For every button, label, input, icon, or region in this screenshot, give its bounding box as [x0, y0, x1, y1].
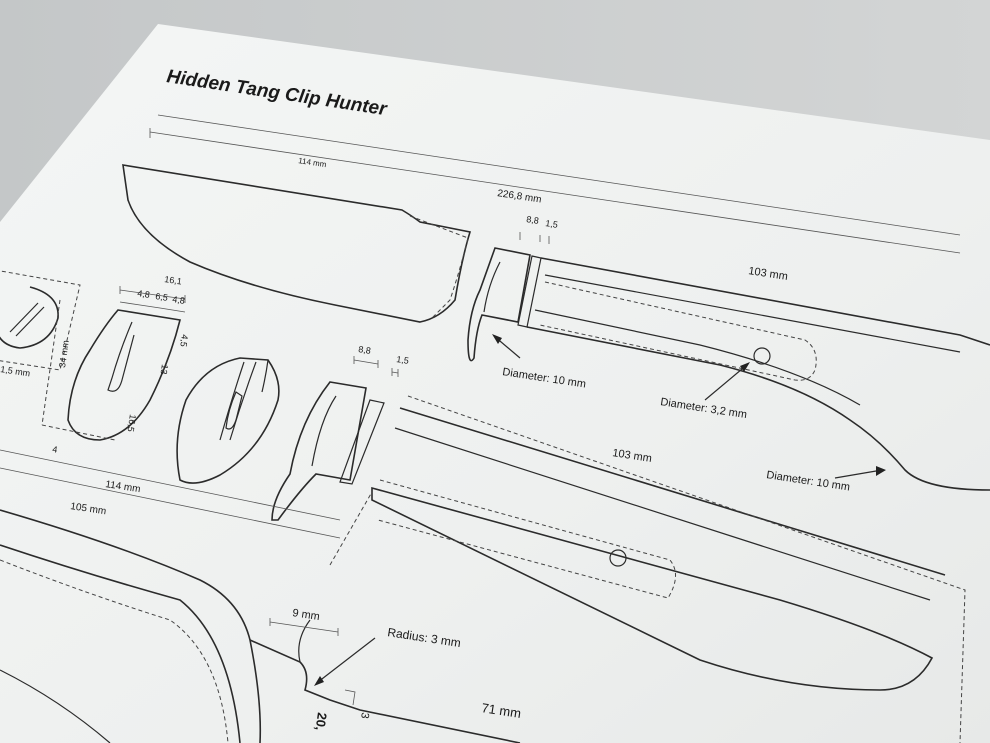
label-guard-width-right: 4,8 — [172, 294, 186, 306]
label-guard-width-left: 4,8 — [137, 288, 151, 300]
label-lower-dim-20: 20, — [313, 712, 330, 732]
top-dimension-rails — [149, 114, 961, 254]
lower-blade-profile — [0, 449, 521, 743]
part-guard-3d — [176, 357, 280, 484]
label-guard-width-mid: 6,5 — [155, 291, 169, 303]
label-handle-length-top: 103 mm — [748, 265, 789, 283]
label-guard-height: 34 mm — [57, 340, 71, 369]
part-guard-dimensioned — [41, 286, 186, 441]
label-guard-dim-165: 16,5 — [126, 414, 138, 433]
label-lower-length-105: 105 mm — [70, 501, 107, 517]
label-spacer-thickness: 1,5 — [545, 218, 559, 230]
label-lower-dim-3: 3 — [358, 712, 371, 720]
label-parts-spacer-thickness: 1,5 — [396, 354, 410, 366]
label-parts-guard-thickness: 8,8 — [358, 344, 372, 356]
label-guard-width-total: 16,1 — [164, 274, 183, 287]
part-guard-exploded — [271, 356, 399, 521]
paper-sheet — [0, 24, 990, 743]
label-guard-dim-13: 13 — [159, 364, 170, 375]
label-blade-length: 114 mm — [298, 156, 328, 169]
label-guard-thickness: 8,8 — [526, 214, 540, 226]
knife-assembled-profile — [122, 164, 990, 491]
label-handle-length-mid: 103 mm — [612, 447, 653, 465]
label-lower-length-114: 114 mm — [105, 479, 142, 495]
label-guard-dim-4: 4 — [52, 444, 58, 455]
leader-arrows — [314, 334, 886, 686]
part-plate — [0, 270, 81, 371]
label-lower-length-71: 71 mm — [481, 700, 523, 721]
part-handle-scale — [329, 395, 966, 743]
label-notch-width: 9 mm — [292, 607, 321, 623]
label-guard-dim-45: 4,5 — [178, 334, 190, 348]
label-plate-dim: 1,5 mm — [0, 364, 31, 378]
